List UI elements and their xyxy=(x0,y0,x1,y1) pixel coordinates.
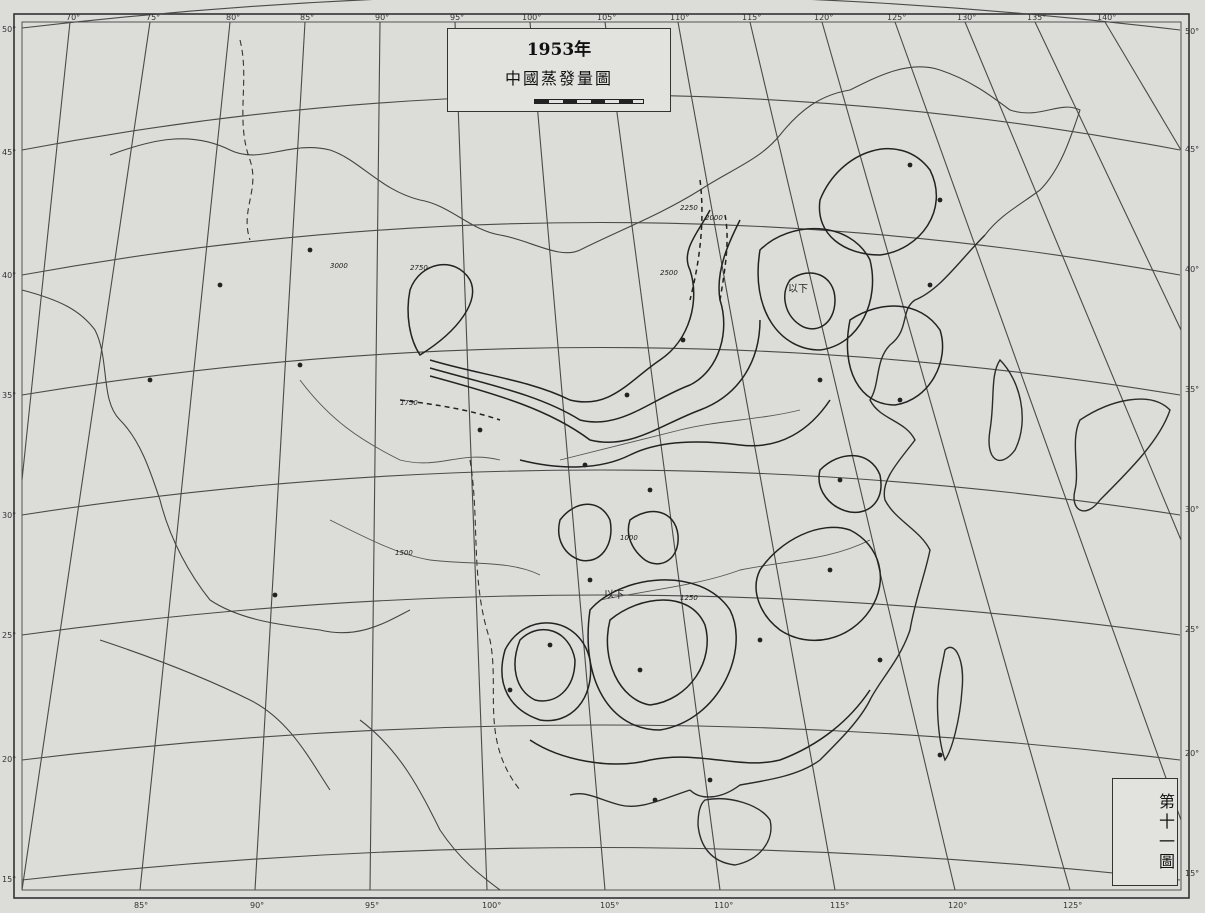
isoline-labels: 1000 1250 1500 1750 2000 2250 2500 2750 … xyxy=(330,204,723,602)
station-markers xyxy=(147,162,943,803)
lon-tick-top: 70° xyxy=(66,13,80,22)
lat-tick-right: 20° xyxy=(1185,749,1199,758)
lon-tick-bottom: 110° xyxy=(714,901,733,910)
isoline-label: 2000 xyxy=(705,214,723,222)
lat-tick-left: 45° xyxy=(2,148,16,157)
evaporation-isolines xyxy=(399,148,944,765)
isoline-label: 2500 xyxy=(660,269,678,277)
latitude-ticks-left: 50° 45° 40° 35° 30° 25° 20° 15° xyxy=(2,25,16,884)
isoline-label: 1250 xyxy=(680,594,698,602)
inner-frame xyxy=(21,21,1182,891)
coastline xyxy=(569,234,1171,866)
plate-number: 第十一圖 xyxy=(1156,793,1175,873)
lat-tick-left: 30° xyxy=(2,511,16,520)
lon-tick-bottom: 85° xyxy=(134,901,148,910)
rivers xyxy=(299,379,871,601)
japan-island xyxy=(1073,398,1171,512)
lon-tick-top: 80° xyxy=(226,13,240,22)
lon-tick-top: 140° xyxy=(1097,13,1116,22)
lat-tick-right: 50° xyxy=(1185,27,1199,36)
graticule-parallels xyxy=(21,0,1181,881)
dashed-boundary-southwest xyxy=(469,459,521,791)
lat-tick-left: 40° xyxy=(2,271,16,280)
lat-tick-left: 25° xyxy=(2,631,16,640)
lon-tick-top: 125° xyxy=(887,13,906,22)
title-year: 1953年 xyxy=(526,40,592,60)
lon-tick-top: 120° xyxy=(814,13,833,22)
hainan-island xyxy=(697,798,772,866)
political-boundaries xyxy=(21,39,1081,891)
isoline-label: 1750 xyxy=(400,399,418,407)
isoline-label: 2750 xyxy=(410,264,428,272)
lat-tick-right: 45° xyxy=(1185,145,1199,154)
longitude-ticks-bottom: 85° 90° 95° 100° 105° 110° 115° 120° 125… xyxy=(134,901,1082,910)
lon-tick-bottom: 120° xyxy=(948,901,967,910)
isoline-label: 1000 xyxy=(620,534,638,542)
lon-tick-top: 135° xyxy=(1027,13,1046,22)
lon-tick-bottom: 100° xyxy=(482,901,501,910)
lon-tick-top: 100° xyxy=(522,13,541,22)
lat-tick-left: 15° xyxy=(2,875,16,884)
lat-tick-right: 30° xyxy=(1185,505,1199,514)
lat-tick-right: 35° xyxy=(1185,385,1199,394)
lon-tick-top: 90° xyxy=(375,13,389,22)
isoline-label: 1500 xyxy=(395,549,413,557)
latitude-ticks-right: 50° 45° 40° 35° 30° 25° 20° 15° xyxy=(1185,27,1199,878)
scale-bar xyxy=(534,99,644,104)
lon-tick-bottom: 125° xyxy=(1063,901,1082,910)
lon-tick-top: 75° xyxy=(146,13,160,22)
lat-tick-left: 50° xyxy=(2,25,16,34)
dashed-boundary-west xyxy=(239,39,254,241)
lon-tick-top: 95° xyxy=(450,13,464,22)
neat-line-frame xyxy=(13,13,1190,899)
taiwan-island xyxy=(936,646,964,762)
graticule-meridians xyxy=(21,21,1182,891)
korea-peninsula xyxy=(988,358,1023,462)
lat-tick-left: 35° xyxy=(2,391,16,400)
lon-tick-bottom: 105° xyxy=(600,901,619,910)
below-annotation-south: 以下 xyxy=(604,590,624,601)
longitude-ticks-top: 70° 75° 80° 85° 90° 95° 100° 105° 110° 1… xyxy=(66,13,1116,22)
lat-tick-right: 40° xyxy=(1185,265,1199,274)
lon-tick-top: 130° xyxy=(957,13,976,22)
title-box: 1953年 中國蒸發量圖 xyxy=(447,28,671,112)
plate-number-box: 第十一圖 xyxy=(1112,778,1178,886)
lat-tick-left: 20° xyxy=(2,755,16,764)
lon-tick-top: 110° xyxy=(670,13,689,22)
lon-tick-top: 115° xyxy=(742,13,761,22)
lon-tick-top: 105° xyxy=(597,13,616,22)
map-title: 中國蒸發量圖 xyxy=(504,69,613,88)
lon-tick-top: 85° xyxy=(300,13,314,22)
lon-tick-bottom: 115° xyxy=(830,901,849,910)
isoline-label: 2250 xyxy=(680,204,698,212)
lon-tick-bottom: 95° xyxy=(365,901,379,910)
lon-tick-bottom: 90° xyxy=(250,901,264,910)
lat-tick-right: 15° xyxy=(1185,869,1199,878)
lat-tick-right: 25° xyxy=(1185,625,1199,634)
isoline-label: 3000 xyxy=(330,262,348,270)
below-annotation-north: 以下 xyxy=(788,284,808,295)
